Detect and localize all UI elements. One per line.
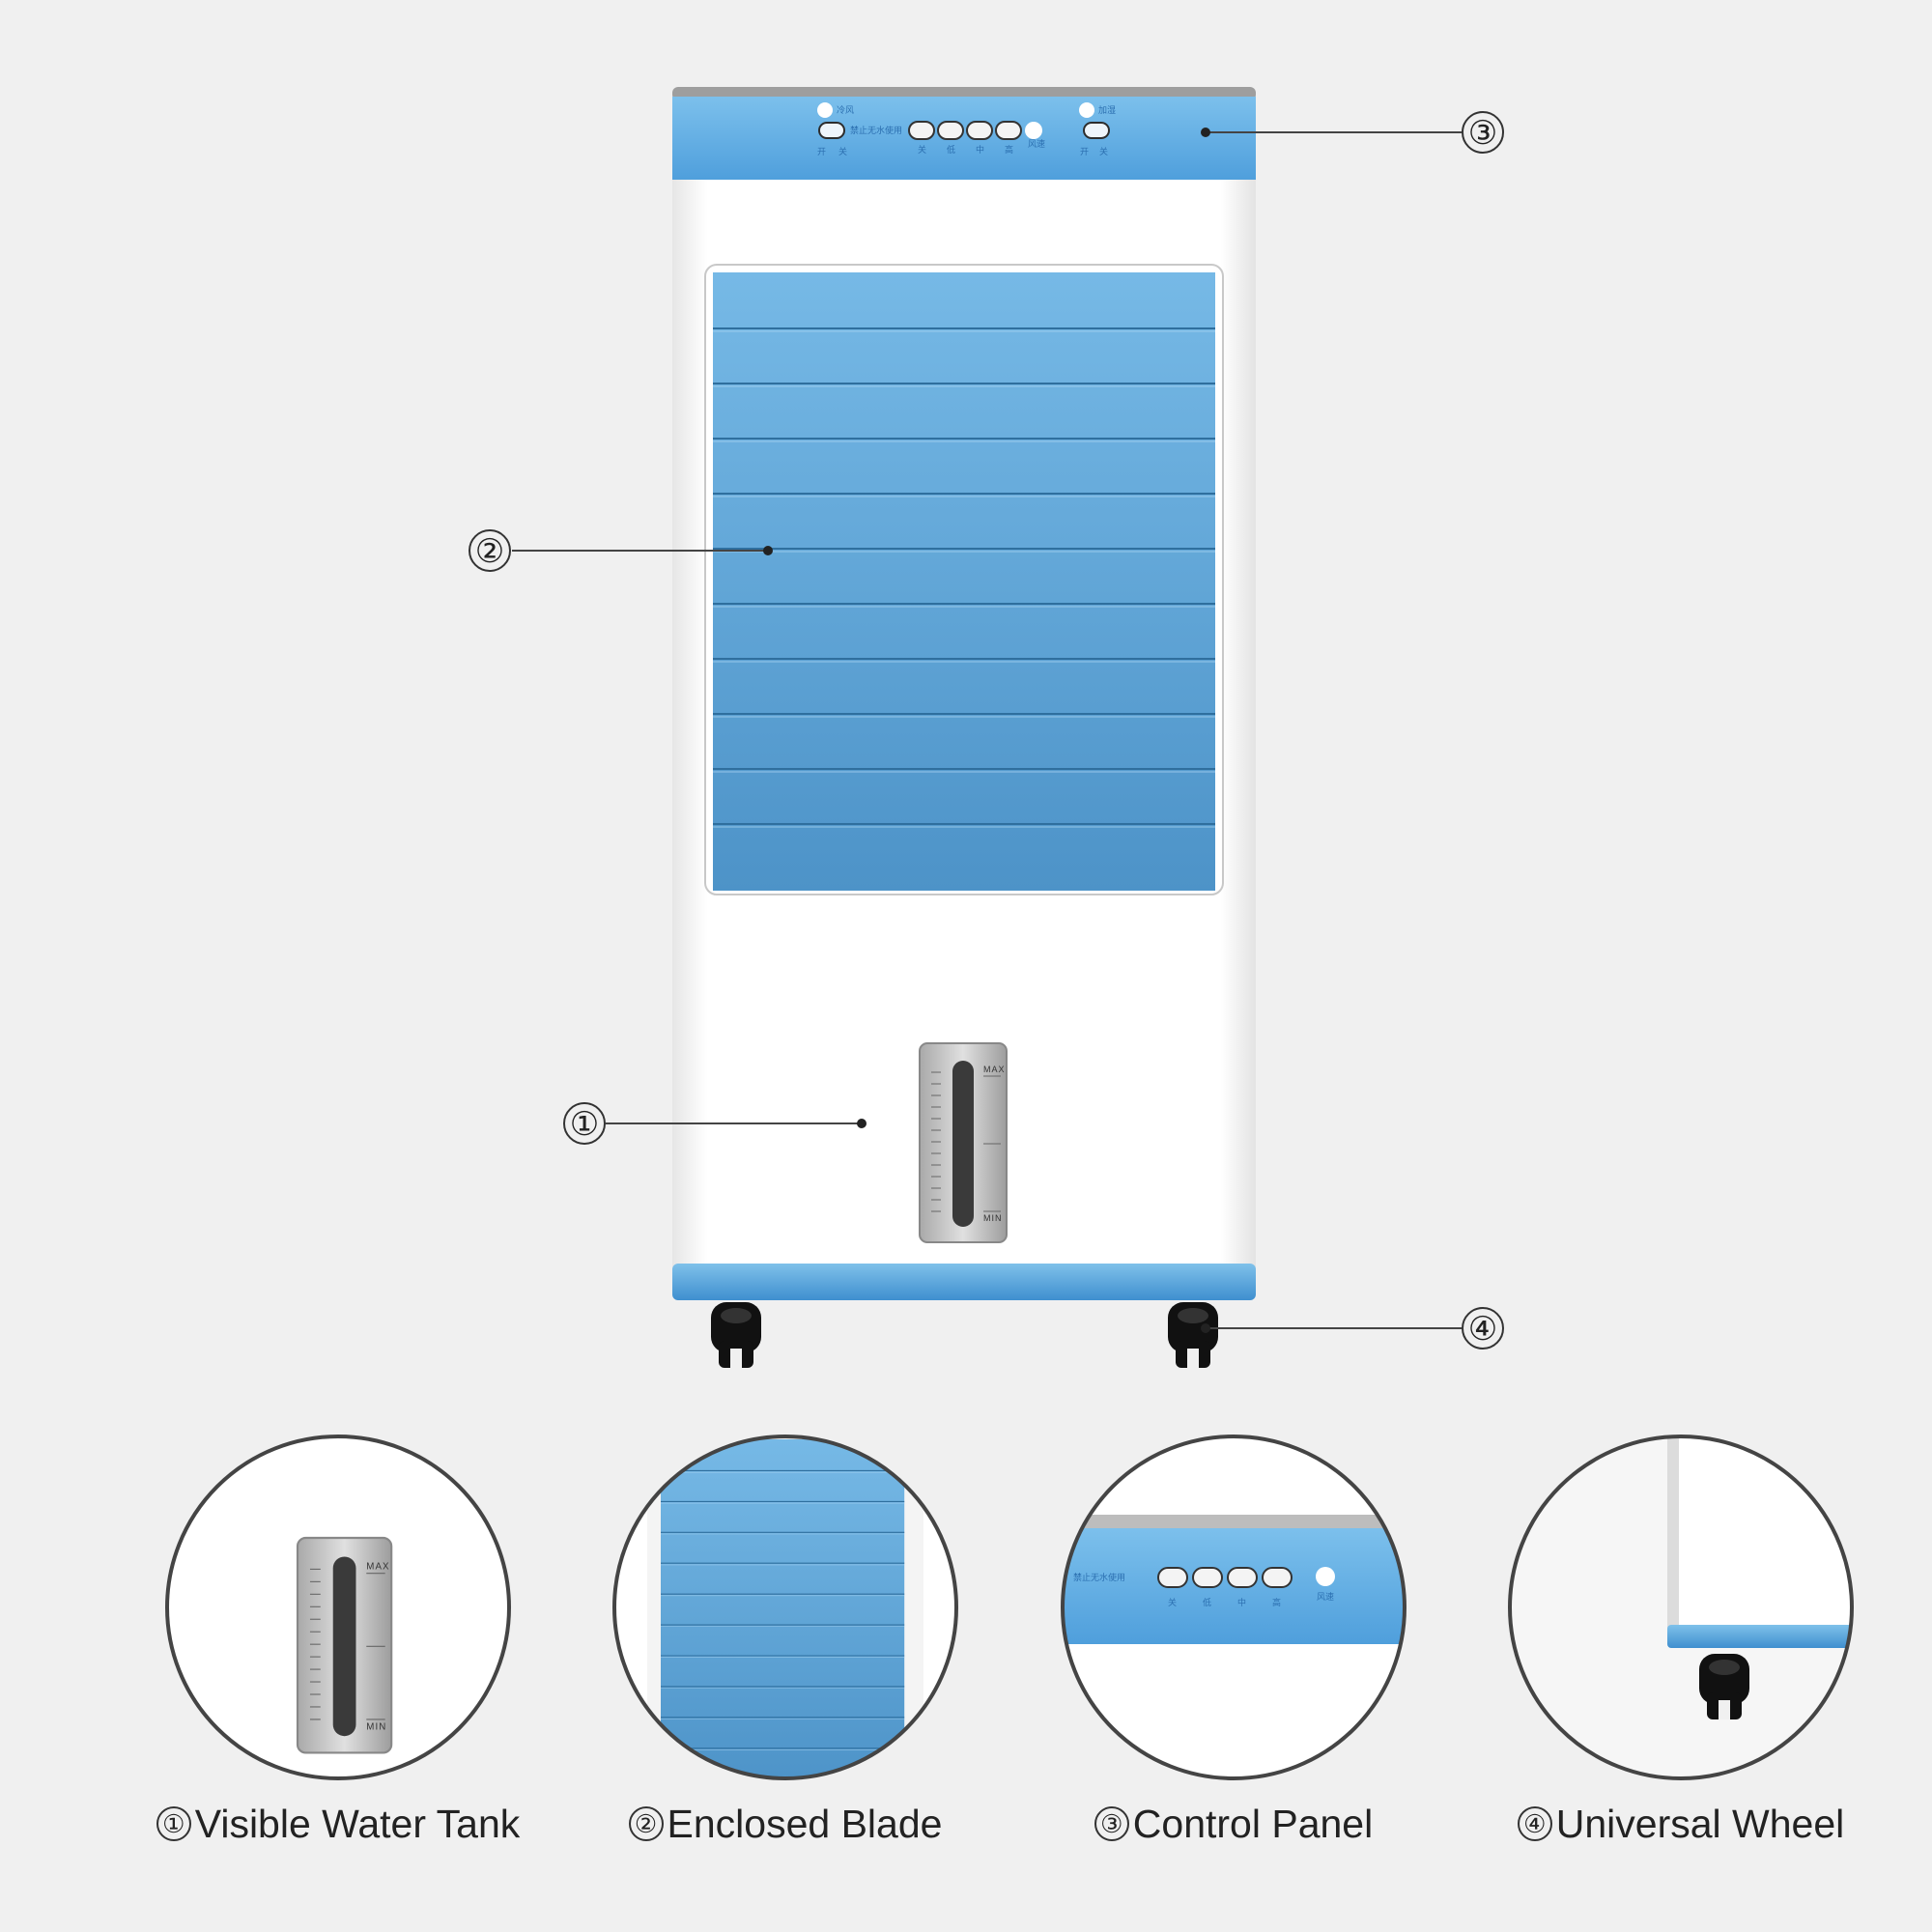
caption-number-2: ② xyxy=(628,1806,664,1841)
detail-gauge-min: MIN xyxy=(366,1722,386,1733)
left-switch[interactable] xyxy=(818,122,845,139)
right-switch-label: 加湿 xyxy=(1098,105,1116,115)
callout-marker-1: ① xyxy=(570,1106,599,1143)
detail-gauge-max: MAX xyxy=(366,1561,389,1572)
callout-dot-4 xyxy=(1201,1323,1210,1333)
base-band xyxy=(672,1264,1256,1300)
detail-enclosed-blade xyxy=(612,1435,958,1780)
wheel-left xyxy=(711,1302,761,1368)
callout-marker-3: ③ xyxy=(1468,115,1497,152)
left-switch-label: 冷风 xyxy=(837,104,854,115)
caption-number-4: ④ xyxy=(1517,1806,1552,1841)
gauge-min-label: MIN xyxy=(983,1213,1003,1223)
caption-universal-wheel: ④ Universal Wheel xyxy=(1459,1795,1903,1853)
detail-universal-wheel xyxy=(1508,1435,1854,1780)
callout-lines xyxy=(512,131,1462,1329)
right-sub-label-on: 开 xyxy=(1080,147,1089,156)
fan-icon xyxy=(817,102,833,118)
caption-label-1: Visible Water Tank xyxy=(194,1801,521,1846)
detail-speed-low: 低 xyxy=(1203,1597,1211,1607)
callout-markers: ③ ② ① ④ xyxy=(469,111,1504,1350)
speed-button-high[interactable] xyxy=(995,121,1022,140)
callout-dot-1 xyxy=(857,1119,867,1128)
detail-speed-high: 高 xyxy=(1272,1597,1281,1607)
caption-water-tank: ① Visible Water Tank xyxy=(116,1795,560,1853)
caption-control-panel: ③ Control Panel xyxy=(1011,1795,1456,1853)
right-sub-label-off: 关 xyxy=(1099,146,1108,156)
speed-label-low: 低 xyxy=(947,144,955,155)
caption-label-2: Enclosed Blade xyxy=(667,1801,943,1846)
detail-speed-off: 关 xyxy=(1168,1597,1177,1607)
detail-water-tank: MAX MIN xyxy=(165,1435,511,1780)
swing-icon xyxy=(1025,122,1042,139)
enclosed-blade xyxy=(712,271,1216,892)
caption-number-3: ③ xyxy=(1094,1806,1129,1841)
detail-control-panel: 关 低 中 高 风速 禁止无水使用 xyxy=(1061,1435,1406,1780)
speed-button-low[interactable] xyxy=(937,121,964,140)
caption-label-3: Control Panel xyxy=(1132,1801,1374,1846)
air-cooler: 冷风 禁止无水使用 开 关 关 低 中 高 风速 加湿 开 关 xyxy=(672,87,1256,1368)
caption-enclosed-blade: ② Enclosed Blade xyxy=(563,1795,1008,1853)
callout-marker-2: ② xyxy=(475,533,504,570)
swing-label: 风速 xyxy=(1028,139,1045,149)
callout-dot-3 xyxy=(1201,128,1210,137)
detail-warning-text: 禁止无水使用 xyxy=(1073,1572,1125,1582)
control-panel-controls: 冷风 禁止无水使用 开 关 关 低 中 高 风速 加湿 开 关 xyxy=(817,102,1116,156)
warning-text: 禁止无水使用 xyxy=(850,125,902,135)
gauge-max-label: MAX xyxy=(983,1065,1006,1074)
speed-label-off: 关 xyxy=(918,144,926,155)
visible-water-tank: MAX MIN xyxy=(919,1042,1008,1243)
caption-label-4: Universal Wheel xyxy=(1555,1801,1845,1846)
speed-label-mid: 中 xyxy=(976,144,984,155)
detail-swing-label: 风速 xyxy=(1317,1592,1334,1602)
left-sub-label-off: 关 xyxy=(838,146,847,156)
left-sub-label-on: 开 xyxy=(817,147,826,156)
detail-speed-mid: 中 xyxy=(1237,1597,1246,1607)
speed-button-off[interactable] xyxy=(908,121,935,140)
callout-marker-4: ④ xyxy=(1468,1311,1497,1348)
speed-button-mid[interactable] xyxy=(966,121,993,140)
caption-number-1: ① xyxy=(156,1806,191,1841)
right-switch[interactable] xyxy=(1083,122,1110,139)
humidify-icon xyxy=(1079,102,1094,118)
callout-dots xyxy=(763,128,1210,1333)
control-panel xyxy=(672,97,1256,180)
callout-dot-2 xyxy=(763,546,773,555)
speed-label-high: 高 xyxy=(1005,144,1013,155)
universal-wheel xyxy=(1168,1302,1218,1368)
